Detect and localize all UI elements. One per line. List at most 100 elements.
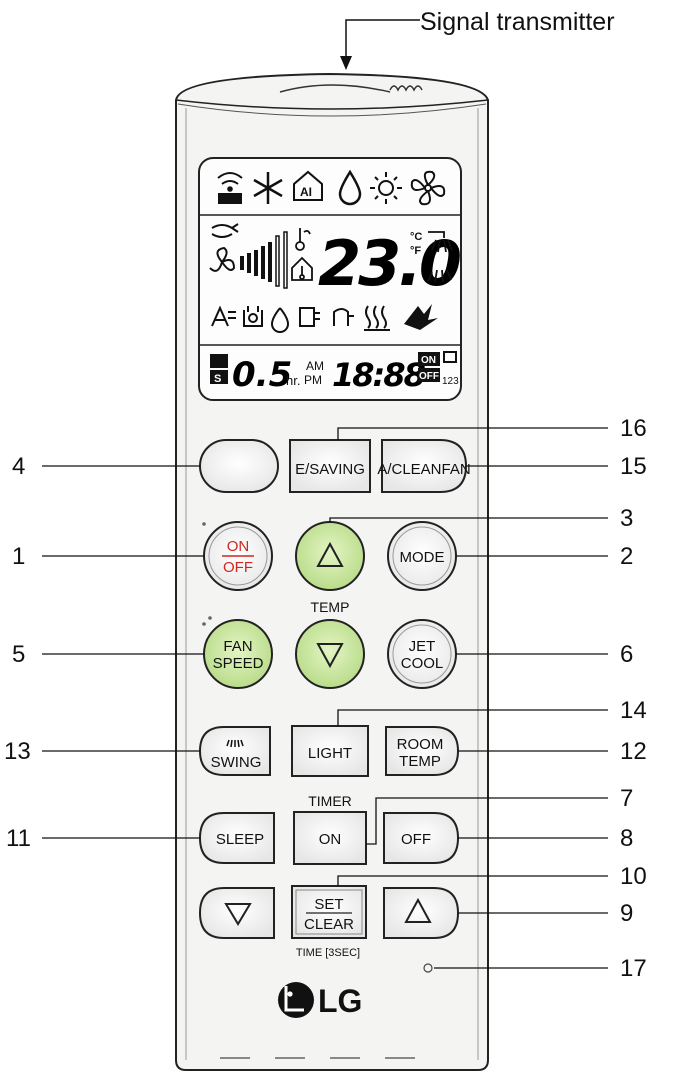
fan-label: FAN bbox=[223, 638, 252, 655]
jet-label: JET bbox=[409, 638, 436, 655]
time-down-button[interactable] bbox=[198, 887, 275, 939]
swing-button[interactable] bbox=[198, 726, 271, 776]
callout-13: 13 bbox=[4, 738, 31, 765]
time-up-button[interactable] bbox=[383, 887, 460, 939]
timer-off-label: OFF bbox=[401, 831, 431, 848]
thermometer-icon bbox=[295, 228, 311, 251]
ai-mode-icon: AI bbox=[293, 170, 323, 201]
snowflake-icon bbox=[253, 172, 283, 204]
lcd-clock: 18:88 bbox=[332, 356, 426, 394]
set-clear-inner bbox=[295, 889, 363, 935]
lg-logo: LG bbox=[278, 982, 362, 1019]
svg-text:AI: AI bbox=[300, 185, 312, 199]
callout-9: 9 bbox=[620, 900, 633, 927]
fan-icon bbox=[410, 170, 446, 206]
light-label: LIGHT bbox=[308, 745, 352, 762]
callout-5: 5 bbox=[12, 641, 25, 668]
airflow-arrow-icon bbox=[211, 223, 239, 238]
blank-button[interactable] bbox=[199, 439, 279, 493]
callout-14: 14 bbox=[620, 697, 647, 724]
sleep-button[interactable] bbox=[198, 812, 275, 864]
on-label: ON bbox=[227, 538, 250, 555]
cool-label: COOL bbox=[401, 655, 444, 672]
callout-8: 8 bbox=[620, 825, 633, 852]
timer-on-label: ON bbox=[319, 831, 342, 848]
mode-button[interactable] bbox=[387, 521, 457, 591]
callout-1: 1 bbox=[12, 543, 25, 570]
callout-3: 3 bbox=[620, 505, 633, 532]
temp-down-button[interactable] bbox=[295, 619, 365, 689]
timer-on-button[interactable] bbox=[293, 811, 367, 865]
lcd-pm-label: PM bbox=[304, 373, 322, 387]
sleep-label: SLEEP bbox=[216, 831, 264, 848]
lcd-am-label: AM bbox=[306, 359, 324, 373]
wifi-battery-icon bbox=[217, 172, 243, 204]
callout-10: 10 bbox=[620, 863, 647, 890]
set-clear-button[interactable] bbox=[291, 885, 367, 939]
power-saving-icon bbox=[243, 306, 263, 327]
lcd-battery-icon bbox=[443, 351, 457, 363]
lcd-house-badge: S bbox=[210, 354, 228, 385]
callout-2: 2 bbox=[620, 543, 633, 570]
signal-arrow bbox=[340, 19, 420, 70]
room-label: ROOM bbox=[397, 736, 444, 753]
callout-11: 11 bbox=[6, 825, 31, 852]
lcd-display: AI bbox=[198, 157, 463, 401]
room-temp-house-icon bbox=[291, 256, 313, 281]
room-temp-label: TEMP bbox=[399, 753, 441, 770]
callout-16: 16 bbox=[620, 415, 647, 442]
lcd-off-badge bbox=[418, 368, 440, 382]
swing-icon bbox=[226, 739, 244, 748]
callout-7: 7 bbox=[620, 785, 633, 812]
callout-lines bbox=[42, 427, 608, 969]
temp-label: TEMP bbox=[311, 599, 350, 615]
brand-text: LG bbox=[318, 983, 362, 1019]
callout-17: 17 bbox=[620, 955, 647, 982]
speed-label: SPEED bbox=[213, 655, 264, 672]
heater-icon bbox=[364, 305, 390, 331]
humidity-icon bbox=[270, 307, 290, 333]
clear-label: CLEAR bbox=[304, 916, 354, 933]
off-label: OFF bbox=[223, 559, 253, 576]
swing-vane-icon bbox=[427, 231, 453, 283]
indicator-dot bbox=[202, 622, 206, 626]
timer-label: TIMER bbox=[308, 793, 352, 809]
e-saving-label: E/SAVING bbox=[295, 461, 365, 478]
plasma-tree-icon bbox=[211, 305, 236, 327]
a-clean-fan-label: A/CLEANFAN bbox=[377, 461, 470, 478]
sun-icon bbox=[370, 172, 402, 204]
transmitter-window bbox=[389, 85, 423, 92]
triangle-up-icon bbox=[404, 897, 432, 923]
fan-speed-bars-icon bbox=[240, 231, 288, 289]
lcd-unit-c: °C bbox=[410, 231, 422, 243]
lcd-on-badge bbox=[418, 352, 440, 366]
light-button[interactable] bbox=[291, 725, 369, 777]
callout-15: 15 bbox=[620, 453, 647, 480]
triangle-up-icon bbox=[316, 541, 344, 567]
triangle-down-icon bbox=[316, 643, 344, 669]
fan-small-icon bbox=[209, 246, 236, 272]
lcd-hr-label: hr. bbox=[286, 373, 300, 388]
svg-text:ON: ON bbox=[421, 355, 436, 366]
time-note-label: TIME [3SEC] bbox=[296, 947, 360, 959]
lcd-temperature: 23.0 bbox=[318, 227, 460, 300]
indicator-dot bbox=[208, 616, 212, 620]
mode-label: MODE bbox=[400, 549, 445, 566]
lcd-mode-number: 123 bbox=[442, 376, 459, 387]
callout-6: 6 bbox=[620, 641, 633, 668]
temp-up-button[interactable] bbox=[295, 521, 365, 591]
callout-12: 12 bbox=[620, 738, 647, 765]
reset-hole[interactable] bbox=[423, 963, 433, 973]
jet-cool-icon bbox=[404, 304, 438, 330]
triangle-down-icon bbox=[224, 903, 252, 926]
auto-clean-icon bbox=[333, 308, 354, 326]
e-saving-button[interactable] bbox=[289, 439, 371, 493]
callout-4: 4 bbox=[12, 453, 25, 480]
drop-icon bbox=[338, 169, 362, 206]
svg-text:OFF: OFF bbox=[419, 371, 439, 382]
signal-transmitter-label: Signal transmitter bbox=[420, 8, 615, 36]
lcd-timer-hours: 0.5 bbox=[232, 355, 292, 395]
set-label: SET bbox=[314, 896, 343, 913]
swing-label: SWING bbox=[211, 754, 262, 771]
